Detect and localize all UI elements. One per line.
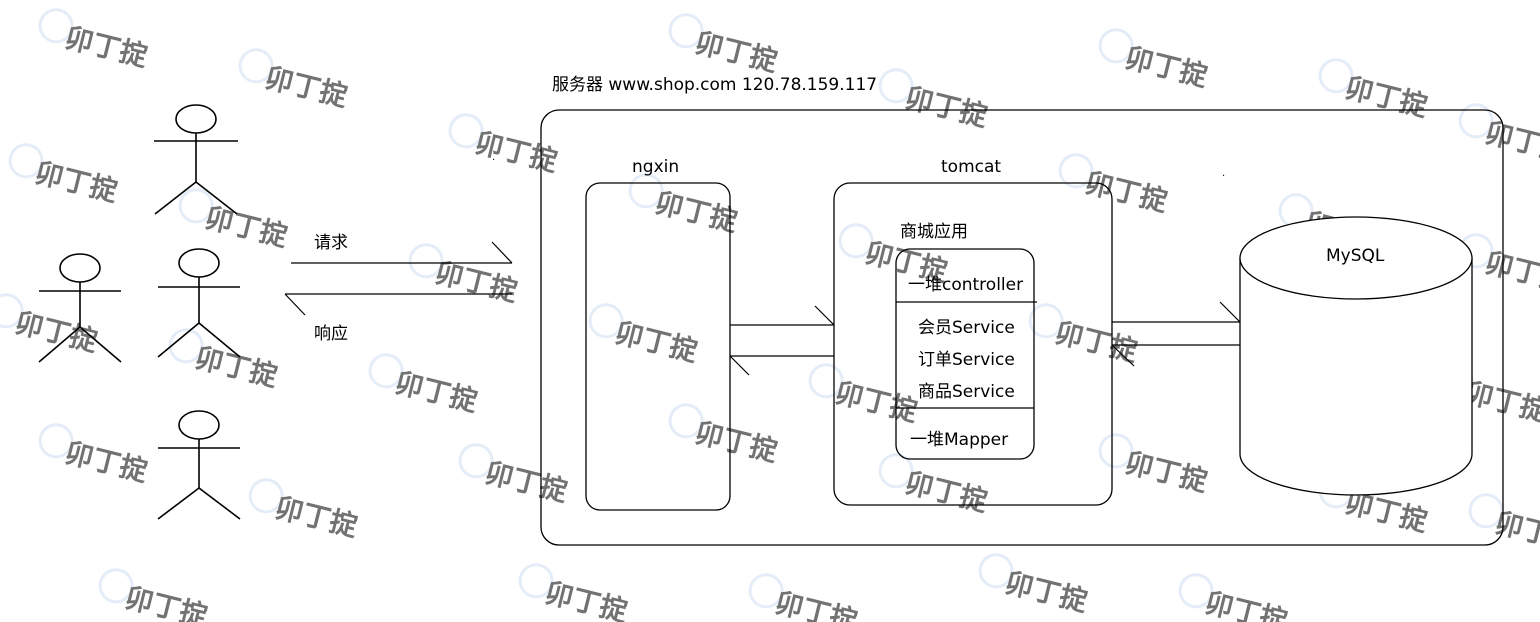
watermark-logo: 卯丁掟 — [0, 293, 102, 358]
svg-text:卯丁掟: 卯丁掟 — [692, 416, 782, 468]
mysql-database — [1239, 216, 1473, 496]
controller-layer: 一堆controller — [908, 275, 1023, 295]
watermark-logo: 卯丁掟 — [878, 68, 992, 133]
svg-text:卯丁掟: 卯丁掟 — [1122, 41, 1212, 93]
svg-text:卯丁掟: 卯丁掟 — [692, 26, 782, 78]
svg-text:卯丁掟: 卯丁掟 — [202, 201, 292, 253]
watermark-logo: 卯丁掟 — [668, 403, 782, 468]
user-actor-bottom — [157, 410, 241, 520]
watermark-logo: 卯丁掟 — [248, 478, 362, 543]
watermark-logo: 卯丁掟 — [238, 48, 352, 113]
watermark-logo: 卯丁掟 — [448, 113, 562, 178]
watermark-logo: 卯丁掟 — [1178, 573, 1292, 622]
svg-text:卯丁掟: 卯丁掟 — [1082, 166, 1172, 218]
user-actor-middle — [157, 248, 241, 358]
watermark-logo: 卯丁掟 — [38, 8, 152, 73]
svg-text:卯丁掟: 卯丁掟 — [1492, 506, 1540, 558]
svg-text:卯丁掟: 卯丁掟 — [772, 586, 862, 622]
watermark-logo: 卯丁掟 — [1458, 103, 1540, 168]
mapper-layer: 一堆Mapper — [910, 430, 1008, 450]
mall-app-box — [895, 248, 1035, 460]
svg-text:卯丁掟: 卯丁掟 — [652, 186, 742, 238]
watermark-logo: 卯丁掟 — [408, 243, 522, 308]
watermark-logo: 卯丁掟 — [748, 573, 862, 622]
watermark-logo: 卯丁掟 — [38, 423, 152, 488]
watermark-logo: 卯丁掟 — [518, 563, 632, 622]
svg-text:卯丁掟: 卯丁掟 — [1482, 116, 1540, 168]
svg-text:卯丁掟: 卯丁掟 — [1462, 376, 1540, 428]
member-service: 会员Service — [918, 318, 1015, 338]
tomcat-to-mysql-arrow — [1112, 301, 1241, 323]
tomcat-box — [833, 182, 1113, 506]
watermark-logo: 卯丁掟 — [878, 453, 992, 518]
watermark-logo: 卯丁掟 — [628, 173, 742, 238]
svg-text:卯丁掟: 卯丁掟 — [902, 466, 992, 518]
product-service: 商品Service — [918, 382, 1015, 402]
tomcat-to-nginx-arrow — [729, 355, 834, 376]
svg-text:卯丁掟: 卯丁掟 — [262, 61, 352, 113]
nginx-label: ngxin — [632, 157, 679, 177]
watermark-logo: 卯丁掟 — [1098, 28, 1212, 93]
svg-text:卯丁掟: 卯丁掟 — [62, 436, 152, 488]
watermark-logo: 卯丁掟 — [458, 443, 572, 508]
server-frame — [540, 109, 1504, 546]
watermark-logo: 卯丁掟 — [808, 363, 922, 428]
watermark-logo: 卯丁掟 — [668, 13, 782, 78]
request-arrow — [291, 241, 513, 264]
response-arrow — [284, 293, 512, 316]
svg-text:卯丁掟: 卯丁掟 — [1202, 586, 1292, 622]
nginx-box — [585, 182, 731, 511]
mysql-to-tomcat-arrow — [1111, 344, 1240, 367]
svg-text:卯丁掟: 卯丁掟 — [1342, 71, 1432, 123]
svg-text:卯丁掟: 卯丁掟 — [902, 81, 992, 133]
svg-text:卯丁掟: 卯丁掟 — [32, 156, 122, 208]
svg-text:卯丁掟: 卯丁掟 — [832, 376, 922, 428]
watermark-logo: 卯丁掟 — [978, 553, 1092, 618]
svg-text:卯丁掟: 卯丁掟 — [272, 491, 362, 543]
mall-app-label: 商城应用 — [900, 222, 968, 242]
svg-text:卯丁掟: 卯丁掟 — [122, 581, 212, 622]
svg-text:卯丁掟: 卯丁掟 — [62, 21, 152, 73]
watermark-logo: 卯丁掟 — [178, 188, 292, 253]
svg-text:卯丁掟: 卯丁掟 — [1122, 446, 1212, 498]
watermark-logo: 卯丁掟 — [1318, 58, 1432, 123]
stray-dot: . — [1222, 168, 1225, 179]
user-actor-left — [38, 253, 122, 363]
svg-text:卯丁掟: 卯丁掟 — [1002, 566, 1092, 618]
svg-text:卯丁掟: 卯丁掟 — [192, 341, 282, 393]
svg-text:卯丁掟: 卯丁掟 — [472, 126, 562, 178]
order-service: 订单Service — [918, 350, 1015, 370]
svg-text:卯丁掟: 卯丁掟 — [1482, 246, 1540, 298]
server-title: 服务器 www.shop.com 120.78.159.117 — [552, 75, 877, 95]
request-label: 请求 — [314, 233, 348, 253]
svg-text:卯丁掟: 卯丁掟 — [612, 316, 702, 368]
watermark-logo: 卯丁掟 — [1058, 153, 1172, 218]
tomcat-label: tomcat — [941, 157, 1001, 177]
svg-text:卯丁掟: 卯丁掟 — [542, 576, 632, 622]
response-label: 响应 — [314, 324, 348, 344]
svg-text:卯丁掟: 卯丁掟 — [432, 256, 522, 308]
watermark-logo: 卯丁掟 — [368, 353, 482, 418]
svg-text:卯丁掟: 卯丁掟 — [482, 456, 572, 508]
watermark-logo: 卯丁掟 — [8, 143, 122, 208]
svg-text:卯丁掟: 卯丁掟 — [392, 366, 482, 418]
nginx-to-tomcat-arrow — [730, 305, 835, 326]
watermark-logo: 卯丁掟 — [588, 303, 702, 368]
stray-dot: . — [492, 152, 495, 163]
user-actor-top — [154, 104, 238, 215]
svg-text:卯丁掟: 卯丁掟 — [12, 306, 102, 358]
watermark-logo: 卯丁掟 — [98, 568, 212, 622]
mysql-label: MySQL — [1326, 246, 1385, 266]
watermark-logo: 卯丁掟 — [1468, 493, 1540, 558]
